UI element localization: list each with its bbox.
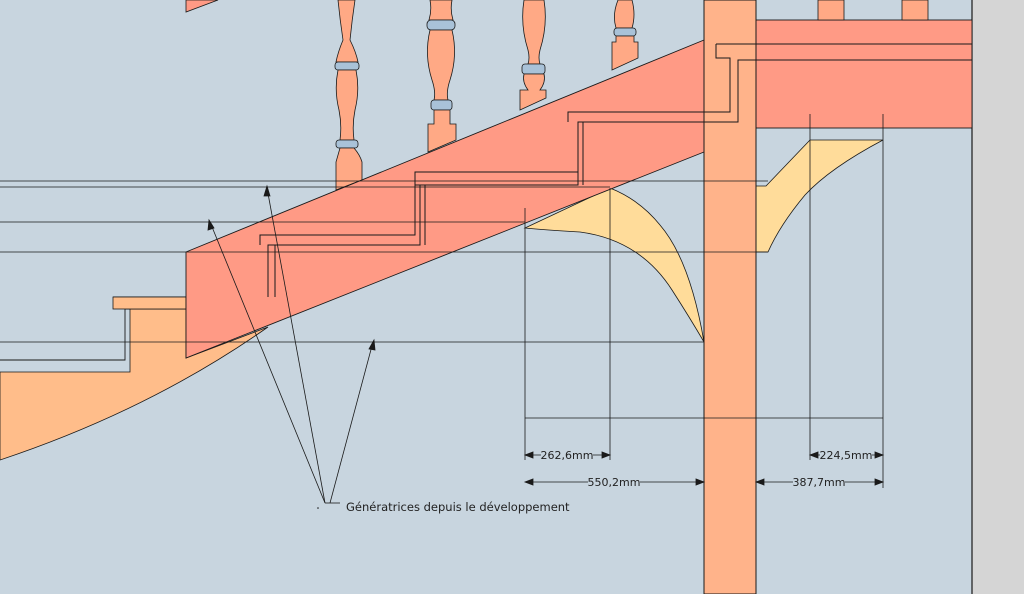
- dim-224-label: 224,5mm: [820, 449, 873, 462]
- vertical-ref-lines: [524, 114, 884, 488]
- upper-stringer-fragment: [185, 0, 219, 13]
- step-outlines: [259, 43, 973, 297]
- baluster-1: [334, 0, 363, 191]
- baluster-2: [426, 0, 457, 153]
- lower-step-area: [0, 308, 269, 461]
- construction-lines: [0, 180, 883, 419]
- generatrix-leaders: [207, 184, 376, 504]
- lower-step-tread: [112, 296, 187, 310]
- generatrices-annotation: Génératrices depuis le développement: [346, 500, 570, 514]
- winder-yellow-right: [755, 139, 884, 253]
- dim-262-label: 262,6mm: [541, 449, 594, 462]
- dim-550-label: 550,2mm: [588, 476, 641, 489]
- landing-block: [755, 19, 973, 129]
- balusters: [334, 0, 639, 191]
- annotation-dot: [317, 507, 319, 509]
- baluster-4: [611, 0, 639, 71]
- winder-yellow-left: [523, 187, 705, 343]
- dim-387-label: 387,7mm: [793, 476, 846, 489]
- right-gutter: [972, 0, 1024, 594]
- landing-post-b: [901, 0, 929, 21]
- baluster-3: [519, 0, 547, 111]
- landing-post-a: [817, 0, 845, 21]
